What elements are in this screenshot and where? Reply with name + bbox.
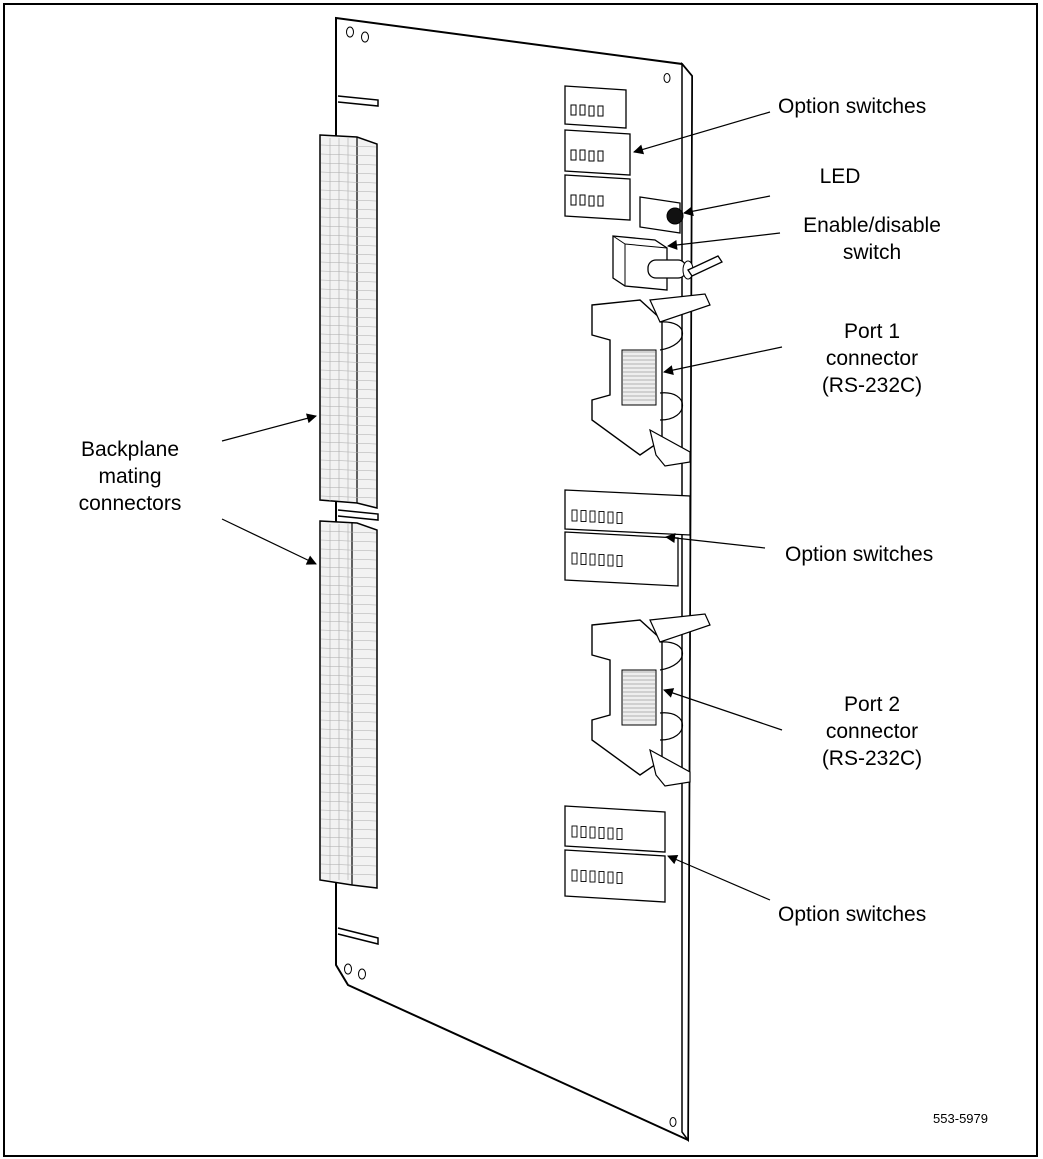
arrow-led <box>683 195 771 217</box>
option-switch-block-top-2 <box>564 129 631 176</box>
label-port-1-line2: connector <box>826 347 918 370</box>
label-port-2-line1: Port 2 <box>844 693 900 716</box>
mounting-hole <box>358 968 366 980</box>
mounting-hole <box>669 1117 677 1127</box>
label-backplane-line1: Backplane <box>81 438 179 461</box>
arrow-backplane-upper <box>221 413 317 442</box>
backplane-connector-lower <box>319 520 378 889</box>
guide-slot <box>337 509 379 521</box>
mounting-hole <box>663 73 671 83</box>
label-port-2-line3: (RS-232C) <box>822 747 922 770</box>
arrow-enable-disable <box>667 232 781 250</box>
figure-frame <box>3 3 1038 1157</box>
label-port-1-line1: Port 1 <box>844 320 900 343</box>
mounting-hole <box>344 963 352 975</box>
callout-arrows <box>221 111 783 901</box>
option-switch-block-bottom-2 <box>564 849 666 903</box>
guide-slot <box>337 927 379 945</box>
label-enable-disable-line1: Enable/disable <box>803 214 941 237</box>
label-backplane-line2: mating <box>98 465 161 488</box>
option-switch-block-bottom-1 <box>564 805 666 853</box>
arrow-port-2 <box>663 688 783 731</box>
port-2-connector <box>591 613 711 787</box>
label-port-2-line2: connector <box>826 720 918 743</box>
option-switch-block-top-3 <box>564 174 631 221</box>
label-enable-disable-line2: switch <box>843 241 901 264</box>
arrow-option-switches-top <box>633 111 771 155</box>
arrow-option-switches-bottom <box>667 854 771 901</box>
arrow-backplane-lower <box>221 518 317 565</box>
port-1-connector <box>591 293 711 467</box>
arrow-port-1 <box>663 346 783 376</box>
enable-disable-switch <box>612 235 723 291</box>
label-backplane-line3: connectors <box>79 492 182 515</box>
option-switch-block-middle-1 <box>564 489 691 536</box>
led-icon <box>666 207 684 225</box>
label-led: LED <box>820 165 861 188</box>
led-housing <box>639 196 684 234</box>
label-option-switches-top: Option switches <box>778 95 926 118</box>
arrow-option-switches-middle <box>665 533 766 549</box>
option-switch-block-middle-2 <box>564 531 679 587</box>
label-option-switches-bottom: Option switches <box>778 903 926 926</box>
backplane-connector-upper <box>319 134 378 509</box>
option-switch-block-top-1 <box>564 85 627 129</box>
mounting-hole <box>361 31 369 43</box>
figure-number: 553-5979 <box>933 1111 988 1126</box>
label-port-1-line3: (RS-232C) <box>822 374 922 397</box>
label-option-switches-middle: Option switches <box>785 543 933 566</box>
mounting-hole <box>346 26 354 38</box>
guide-slot <box>337 95 379 107</box>
